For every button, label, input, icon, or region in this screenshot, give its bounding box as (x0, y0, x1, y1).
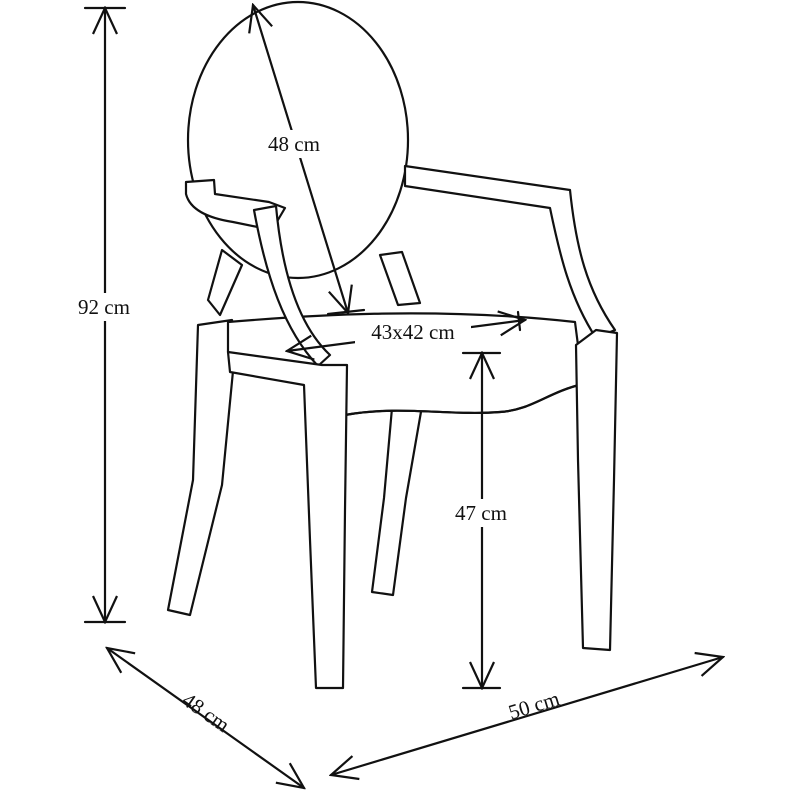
height-label: 92 cm (78, 295, 130, 319)
back-right-strut (378, 250, 422, 307)
back-left-strut (206, 248, 244, 317)
backrest-label: 48 cm (268, 132, 320, 156)
width-label: 50 cm (506, 686, 563, 724)
back-right-leg (370, 404, 424, 597)
seat-arrow-right-tick (516, 310, 522, 332)
backrest-label-bg (255, 130, 331, 158)
right-armrest (403, 164, 617, 340)
seat-height-label: 47 cm (455, 501, 507, 525)
height-label-bg (70, 293, 142, 321)
seat-height-label-bg (440, 499, 522, 527)
front-right-leg (574, 328, 619, 652)
front-left-leg (226, 350, 349, 690)
seat-label: 43x42 cm (371, 320, 454, 344)
width-arrow (331, 657, 723, 775)
depth-arrow (107, 648, 304, 788)
seat-label-bg (355, 318, 471, 346)
back-left-leg (166, 318, 238, 617)
backrest-arrow (253, 5, 348, 313)
depth-label: 48 cm (178, 688, 234, 737)
